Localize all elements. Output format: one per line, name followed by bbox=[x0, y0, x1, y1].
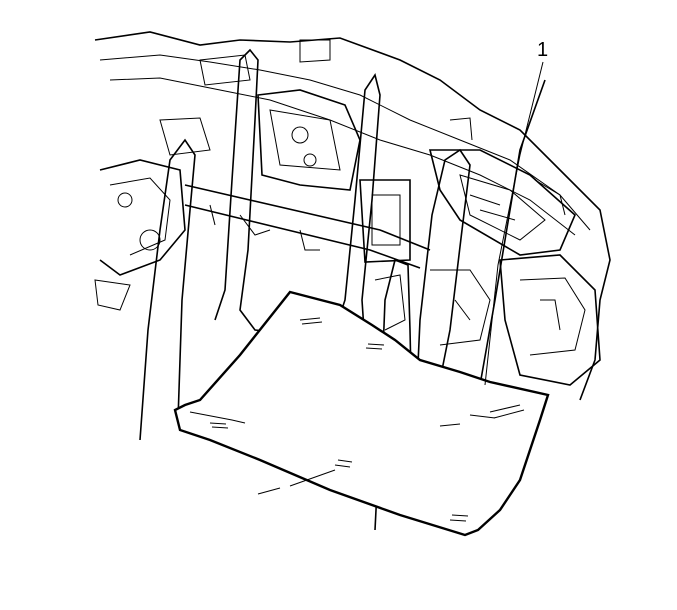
callout-label-1: 1 bbox=[537, 39, 549, 61]
carpet-pad-callout-1 bbox=[139, 48, 550, 537]
